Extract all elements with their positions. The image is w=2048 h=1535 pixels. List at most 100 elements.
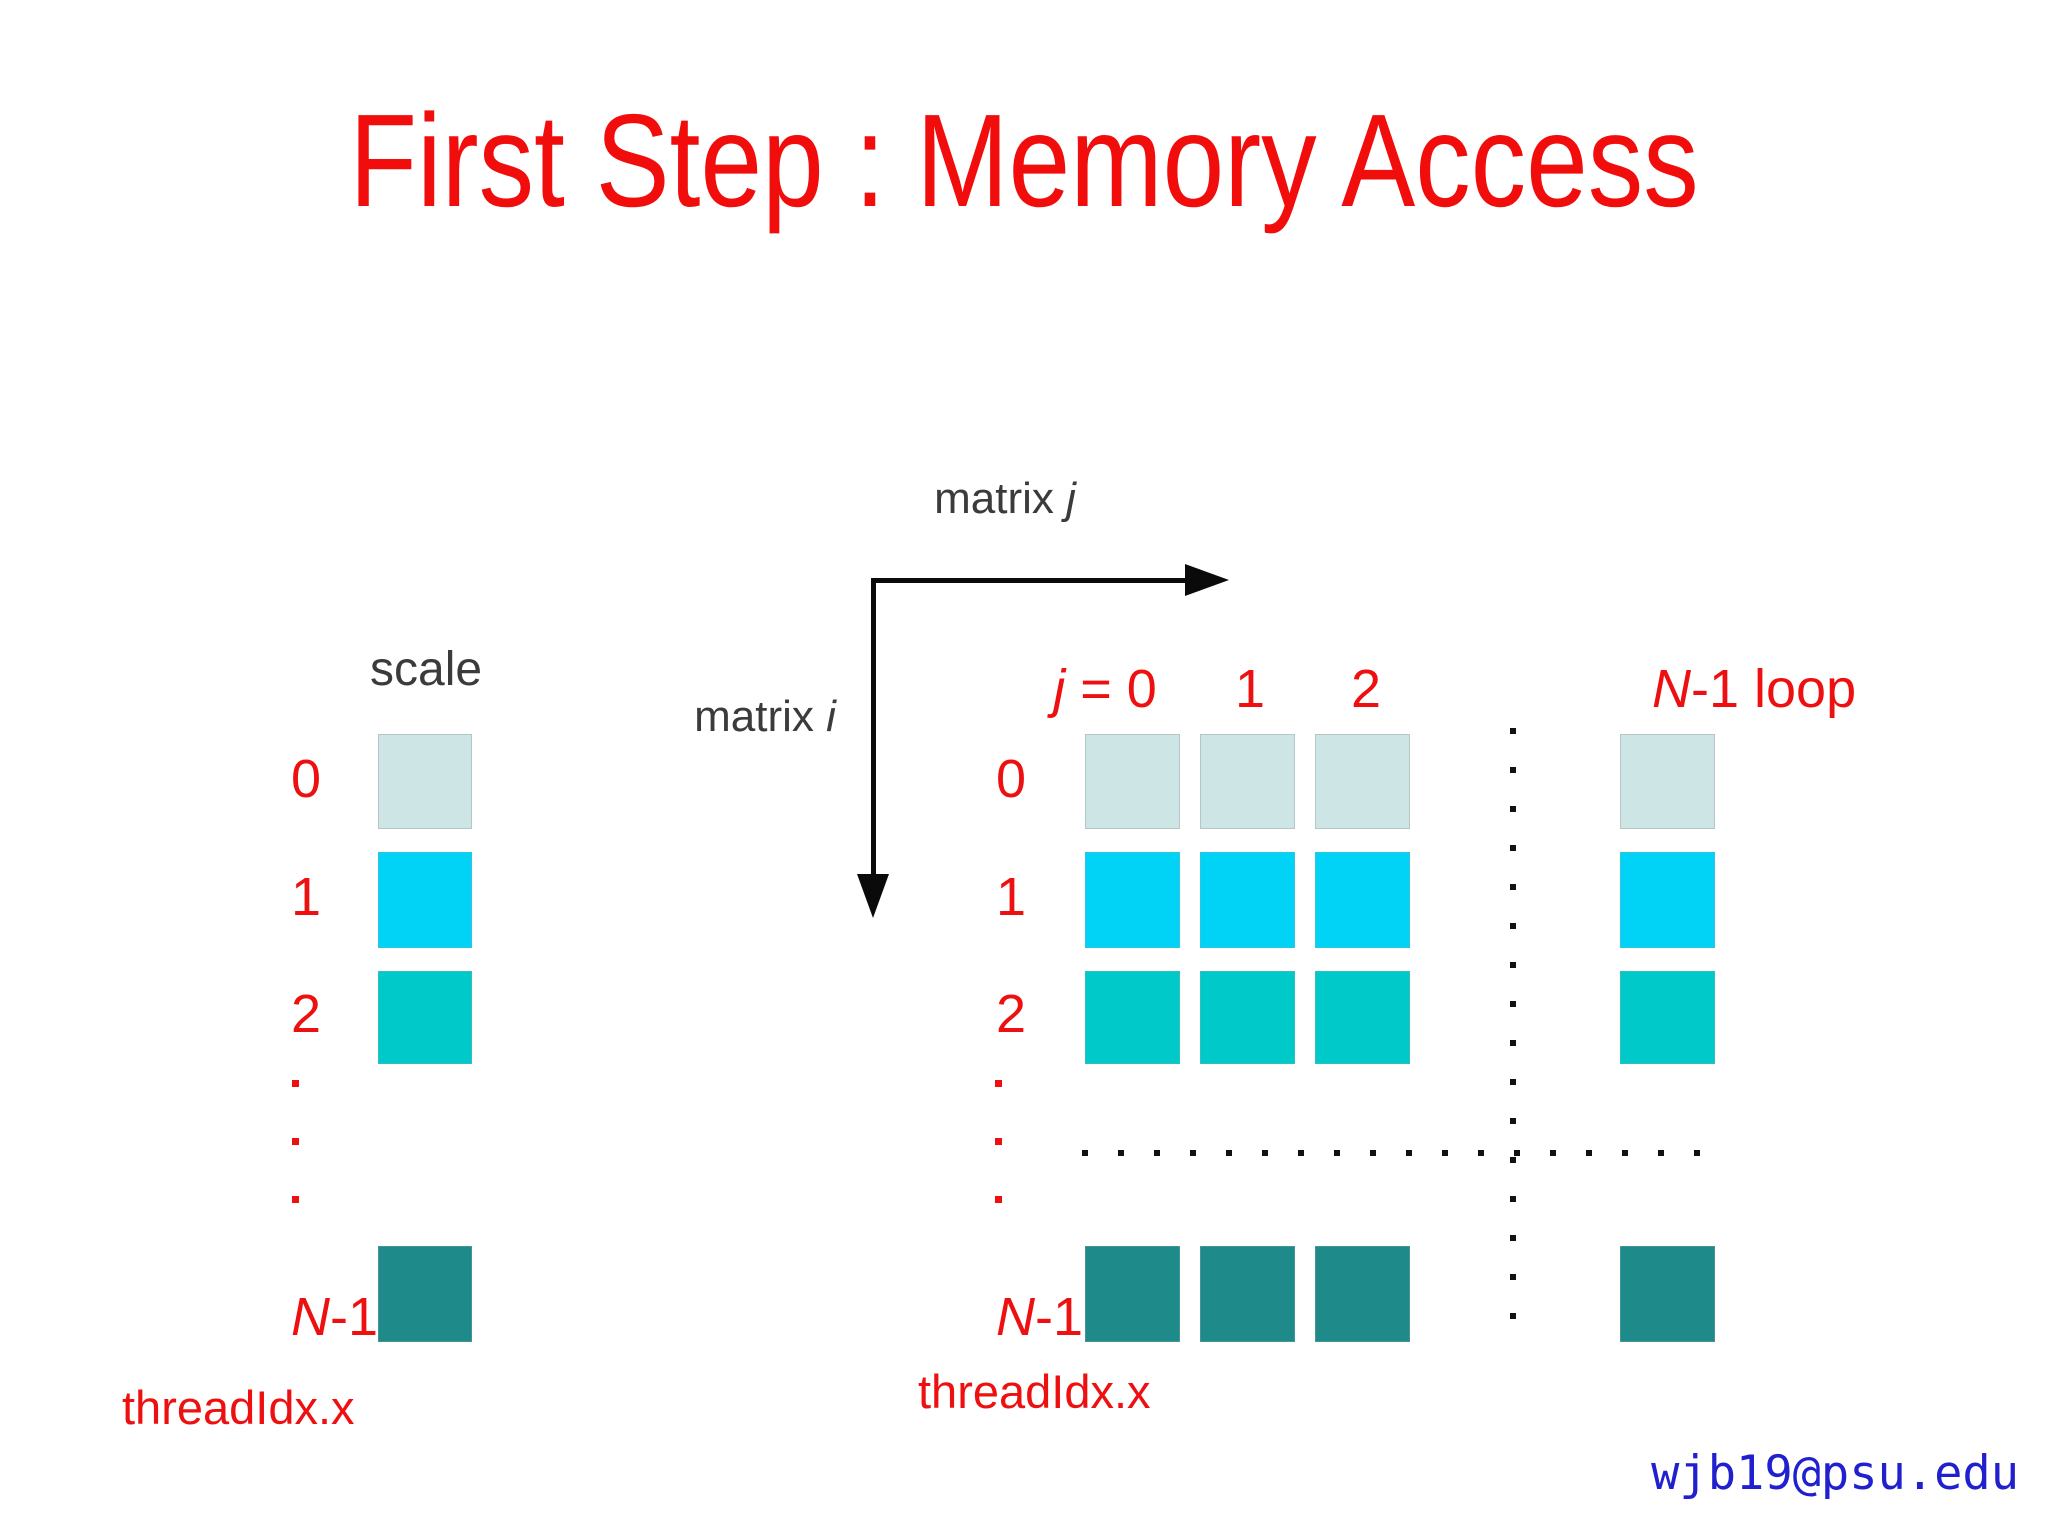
row-label-matrix-r3-var: N	[996, 1287, 1035, 1347]
v-dot	[1510, 1274, 1516, 1280]
ellipsis-dot	[292, 1080, 299, 1087]
matrix-cell-r0-c0	[1085, 734, 1180, 829]
col-header-j0-var: j	[1053, 659, 1066, 719]
axis-j-var: j	[1066, 474, 1076, 523]
row-label-matrix-r0: 0	[996, 752, 1026, 806]
v-dot	[1510, 1079, 1516, 1085]
col-header-j0-rest: = 0	[1065, 659, 1157, 719]
h-dot	[1694, 1150, 1700, 1156]
matrix-cell-r1-c0	[1085, 852, 1180, 948]
h-dot	[1190, 1150, 1196, 1156]
v-dot	[1510, 1040, 1516, 1046]
h-dot	[1514, 1150, 1520, 1156]
matrix-cell-r2-c0	[1085, 971, 1180, 1064]
h-dot	[1586, 1150, 1592, 1156]
y-axis-arrow	[871, 578, 876, 876]
col-header-j0: j = 0	[1040, 662, 1170, 716]
row-label-matrix-r2: 2	[996, 987, 1026, 1041]
axis-j-prefix: matrix	[934, 474, 1067, 523]
row-label-matrix-r1: 1	[996, 870, 1026, 924]
row-label-scale-r0-rest: 0	[291, 749, 322, 809]
ellipsis-dot	[292, 1138, 299, 1145]
ellipsis-dot	[995, 1080, 1002, 1087]
matrix-cell-r3-c0	[1085, 1246, 1180, 1342]
y-axis-arrowhead-icon	[857, 874, 889, 918]
thread-caption-matrix: threadIdx.x	[918, 1365, 1151, 1418]
h-dot	[1658, 1150, 1664, 1156]
scale-cell-r0	[378, 734, 472, 829]
x-axis-arrowhead-icon	[1185, 564, 1229, 596]
row-label-matrix-r3-rest: -1	[1035, 1287, 1084, 1347]
row-label-scale-r2-rest: 2	[291, 984, 322, 1044]
matrix-cell-r0-c2	[1315, 734, 1410, 829]
h-dot	[1622, 1150, 1628, 1156]
row-label-scale-r3: N-1	[291, 1290, 378, 1344]
ellipsis-dot	[995, 1138, 1002, 1145]
footer-email: wjb19@psu.edu	[1651, 1446, 2019, 1501]
v-dot	[1510, 1313, 1516, 1319]
matrix-cell-r1-c2	[1315, 852, 1410, 948]
col-header-n1-rest: -1 loop	[1691, 659, 1857, 719]
v-dot	[1510, 884, 1516, 890]
row-label-scale-r0: 0	[291, 752, 321, 806]
h-dot	[1298, 1150, 1304, 1156]
v-dot	[1510, 1001, 1516, 1007]
v-dot	[1510, 1118, 1516, 1124]
h-dot	[1442, 1150, 1448, 1156]
scale-cell-r3	[378, 1246, 472, 1342]
matrix-cell-r0-c1	[1200, 734, 1295, 829]
h-dot	[1478, 1150, 1484, 1156]
h-dot	[1226, 1150, 1232, 1156]
col-header-n1-var: N	[1652, 659, 1691, 719]
scale-cell-r1	[378, 852, 472, 948]
v-dot	[1510, 845, 1516, 851]
row-label-matrix-r3: N-1	[996, 1290, 1083, 1344]
axis-i-prefix: matrix	[694, 692, 827, 741]
v-dot	[1510, 962, 1516, 968]
axis-i-var: i	[826, 692, 836, 741]
scale-heading: scale	[370, 643, 483, 696]
matrix-cell-r1-c1	[1200, 852, 1295, 948]
loop-cell-r3	[1620, 1246, 1715, 1342]
h-dot	[1154, 1150, 1160, 1156]
x-axis-arrow	[871, 578, 1187, 583]
col-header-2: 2	[1306, 662, 1426, 716]
v-dot	[1510, 1196, 1516, 1202]
h-dot	[1550, 1150, 1556, 1156]
row-label-scale-r1: 1	[291, 870, 321, 924]
loop-cell-r1	[1620, 852, 1715, 948]
ellipsis-dot	[292, 1196, 299, 1203]
axis-label-matrix-j: matrix j	[900, 477, 1110, 521]
h-dot	[1118, 1150, 1124, 1156]
col-header-1-rest: 1	[1234, 659, 1266, 719]
row-label-scale-r1-rest: 1	[291, 867, 322, 927]
ellipsis-dot	[995, 1196, 1002, 1203]
axis-label-matrix-i: matrix i	[660, 695, 870, 739]
h-dot	[1082, 1150, 1088, 1156]
scale-cell-r2	[378, 971, 472, 1064]
matrix-cell-r3-c1	[1200, 1246, 1295, 1342]
row-label-scale-r3-rest: -1	[330, 1287, 379, 1347]
h-dot	[1262, 1150, 1268, 1156]
v-dot	[1510, 1235, 1516, 1241]
matrix-cell-r2-c2	[1315, 971, 1410, 1064]
v-dot	[1510, 767, 1516, 773]
v-dot	[1510, 923, 1516, 929]
v-dot	[1510, 1157, 1516, 1163]
row-label-matrix-r0-rest: 0	[996, 749, 1027, 809]
row-label-scale-r3-var: N	[291, 1287, 330, 1347]
loop-cell-r2	[1620, 971, 1715, 1064]
h-dot	[1406, 1150, 1412, 1156]
thread-caption-scale: threadIdx.x	[122, 1381, 355, 1434]
col-header-2-rest: 2	[1350, 659, 1382, 719]
col-header-n1-loop: N-1 loop	[1652, 662, 1856, 716]
matrix-cell-r3-c2	[1315, 1246, 1410, 1342]
row-label-matrix-r2-rest: 2	[996, 984, 1027, 1044]
matrix-cell-r2-c1	[1200, 971, 1295, 1064]
col-header-1: 1	[1190, 662, 1310, 716]
v-dot	[1510, 806, 1516, 812]
row-label-scale-r2: 2	[291, 987, 321, 1041]
v-dot	[1510, 728, 1516, 734]
loop-cell-r0	[1620, 734, 1715, 829]
